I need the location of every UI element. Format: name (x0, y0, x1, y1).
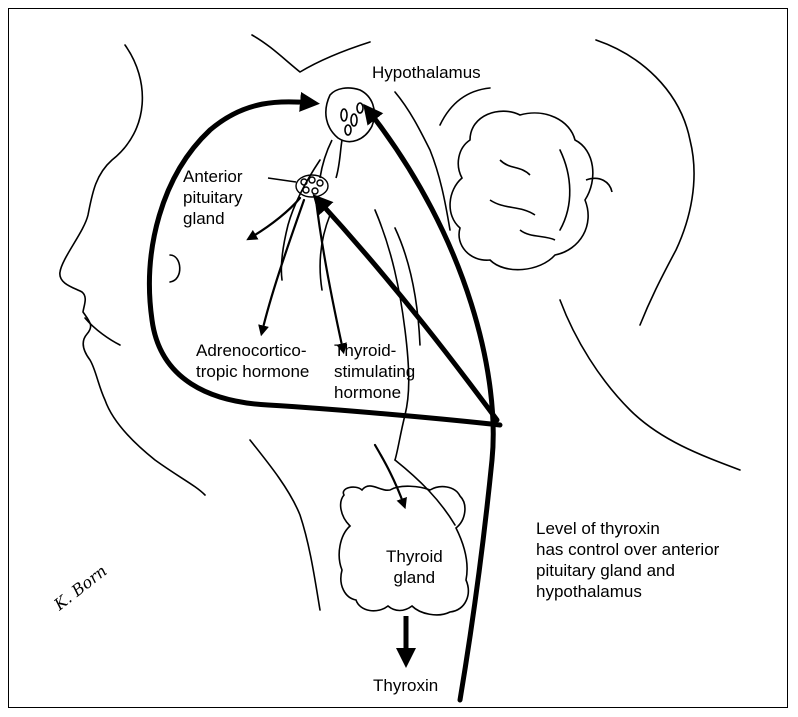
hypothalamus-shape (320, 88, 374, 178)
label-anterior-pituitary: Anterior pituitary gland (183, 166, 243, 229)
label-hypothalamus: Hypothalamus (372, 62, 481, 83)
label-thyroxin: Thyroxin (373, 675, 438, 696)
label-acth: Adrenocortico- tropic hormone (196, 340, 309, 382)
label-thyroid-gland: Thyroid gland (386, 546, 443, 588)
cerebellum (450, 111, 612, 270)
label-feedback-note: Level of thyroxin has control over anter… (536, 518, 719, 602)
pituitary-shape (268, 175, 328, 197)
label-tsh: Thyroid- stimulating hormone (334, 340, 415, 403)
